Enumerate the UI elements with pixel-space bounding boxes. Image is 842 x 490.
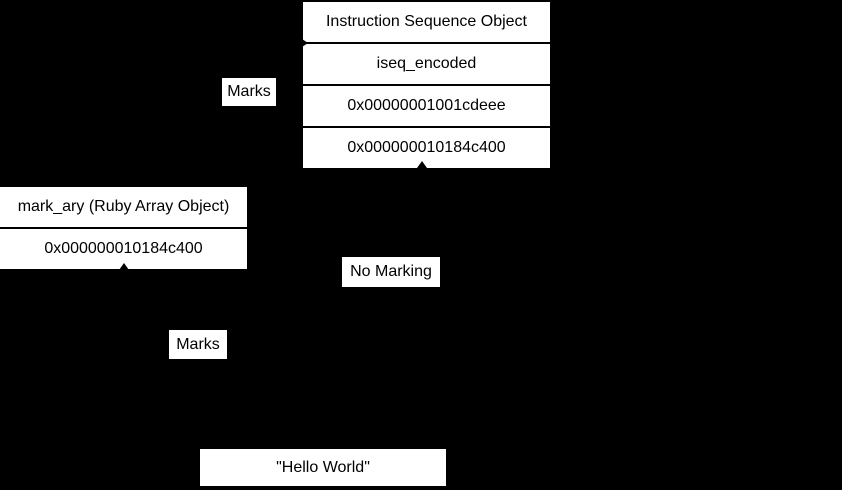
arrowhead-right-icon <box>302 39 308 47</box>
marks-label-bottom: Marks <box>169 330 227 359</box>
no-marking-label: No Marking <box>342 257 440 287</box>
iseq-table-pointer-2: 0x000000010184c400 <box>303 126 550 168</box>
hello-world-string-box: "Hello World" <box>200 449 446 486</box>
iseq-table-pointer-1: 0x00000001001cdeee <box>303 84 550 126</box>
mark-ary-table-title: mark_ary (Ruby Array Object) <box>17 198 230 215</box>
arrowhead-up-icon <box>417 161 427 168</box>
arrowhead-up-icon <box>119 263 129 270</box>
iseq-table-field-iseq-encoded: iseq_encoded <box>303 42 550 84</box>
mark-ary-table-pointer: 0x000000010184c400 <box>0 227 247 269</box>
mark-ary-table: mark_ary (Ruby Array Object) 0x000000010… <box>0 187 247 269</box>
iseq-table-title: Instruction Sequence Object <box>325 13 527 30</box>
iseq-table: Instruction Sequence Object iseq_encoded… <box>303 2 550 168</box>
marks-label-top: Marks <box>222 78 276 106</box>
